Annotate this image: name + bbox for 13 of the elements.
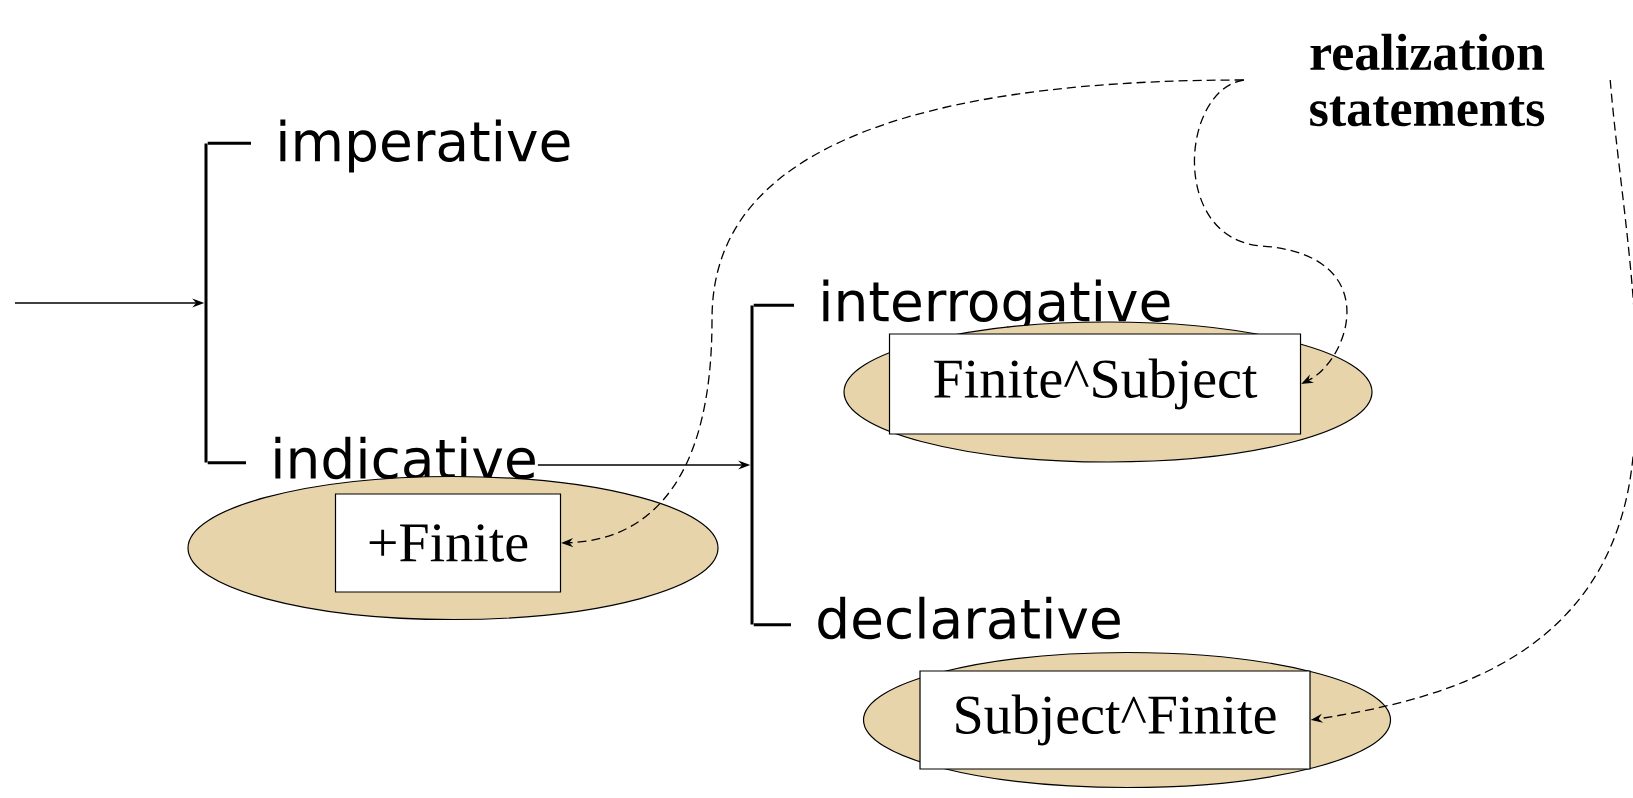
feature-label: declarative xyxy=(818,596,1120,640)
bracket-tick xyxy=(207,141,251,145)
realization-box: Finite^Subject xyxy=(888,333,1302,435)
bracket-tick xyxy=(207,461,246,465)
feature-label: indicative xyxy=(275,436,535,480)
realization-box: Subject^Finite xyxy=(919,670,1311,770)
dashed-arrow xyxy=(1193,79,1348,384)
heading-text: realization statements xyxy=(1310,33,1545,127)
bracket-tick xyxy=(753,303,794,307)
feature-label: imperative xyxy=(280,119,570,173)
realization-box: +Finite xyxy=(334,493,562,593)
feature-label: interrogative xyxy=(823,279,1170,333)
bracket-tick xyxy=(753,623,791,627)
